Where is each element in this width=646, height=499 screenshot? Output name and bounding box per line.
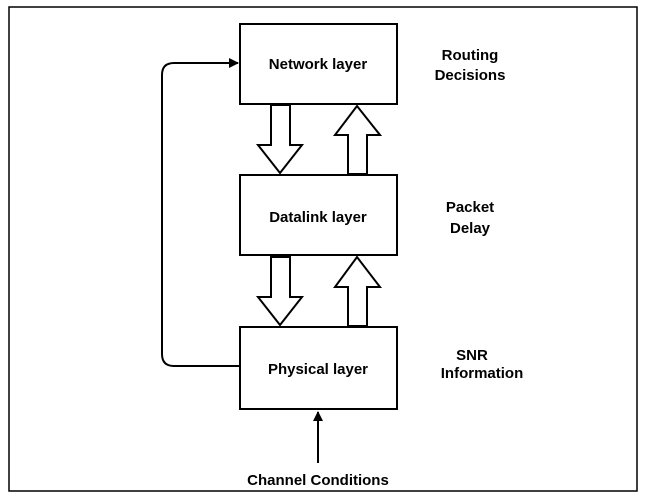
packet-delay-label: Packet Delay <box>446 199 494 237</box>
datalink-layer-label: Datalink layer <box>269 209 367 226</box>
figure-border <box>8 6 638 492</box>
packet-delay-line-2: Delay <box>450 220 491 237</box>
snr-information-line-2: Information <box>441 365 524 382</box>
packet-delay-line-1: Packet <box>446 199 494 216</box>
down-arrow-datalink-to-physical <box>255 256 305 327</box>
feedback-loop-arrow <box>161 58 240 367</box>
network-layer-box: Network layer <box>239 23 398 105</box>
network-layer-label: Network layer <box>269 56 368 73</box>
physical-layer-label: Physical layer <box>268 361 368 378</box>
snr-information-label: SNR Information <box>441 347 524 382</box>
datalink-layer-box: Datalink layer <box>239 174 398 256</box>
routing-decisions-line-1: Routing <box>442 47 499 64</box>
up-arrow-physical-to-datalink <box>333 255 383 327</box>
snr-information-line-1: SNR <box>456 347 488 364</box>
up-arrow-datalink-to-network <box>332 104 383 175</box>
routing-decisions-line-2: Decisions <box>435 67 506 84</box>
routing-decisions-label: Routing Decisions <box>435 47 506 84</box>
channel-conditions-label: Channel Conditions <box>247 472 389 489</box>
down-arrow-network-to-datalink <box>255 104 305 175</box>
physical-layer-box: Physical layer <box>239 326 398 410</box>
